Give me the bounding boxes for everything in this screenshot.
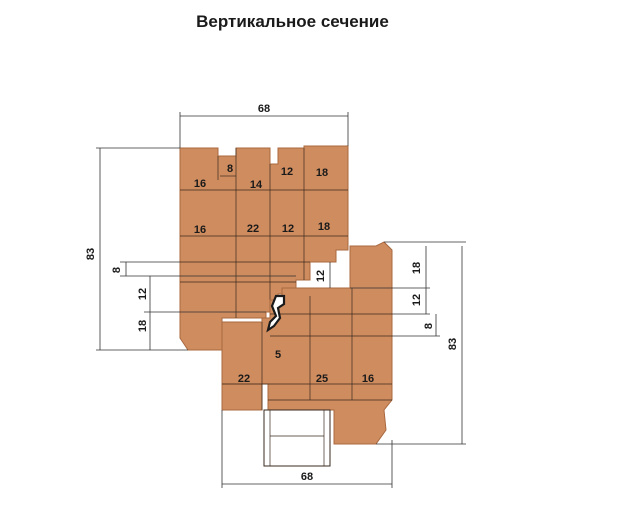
upper-row1-value: 14 [250, 179, 263, 191]
upper-row1-value: 8 [227, 163, 233, 175]
dim-center-12: 12 [315, 270, 327, 282]
dim-right-18: 18 [411, 262, 423, 274]
dim-top-width: 68 [258, 103, 270, 115]
lower-profile [221, 241, 393, 467]
dim-left-8: 8 [111, 267, 123, 273]
lower-value: 16 [362, 373, 374, 385]
upper-profile-body [179, 145, 349, 351]
dim-left-18: 18 [137, 320, 149, 332]
dim-right-height: 83 [447, 338, 459, 350]
upper-row1-value: 12 [281, 166, 293, 178]
upper-row1-value: 18 [316, 167, 328, 179]
upper-profile [179, 145, 349, 351]
seal-gasket [266, 294, 286, 333]
lower-value: 5 [275, 349, 281, 361]
dimension-lines [96, 112, 466, 488]
dim-left-height: 83 [85, 248, 97, 260]
dim-bottom-width: 68 [301, 471, 313, 483]
upper-row2-value: 16 [194, 224, 206, 236]
dim-right-12: 12 [411, 294, 423, 306]
upper-row2-value: 22 [247, 223, 259, 235]
upper-row2-value: 18 [318, 221, 330, 233]
upper-row2-value: 12 [282, 223, 294, 235]
lower-value: 22 [238, 373, 250, 385]
page-title: Вертикальное сечение [196, 12, 389, 31]
upper-row1-value: 16 [194, 178, 206, 190]
dim-right-8: 8 [423, 323, 435, 329]
dim-left-12: 12 [137, 288, 149, 300]
glass-opening [263, 409, 331, 467]
lower-value: 25 [316, 373, 328, 385]
